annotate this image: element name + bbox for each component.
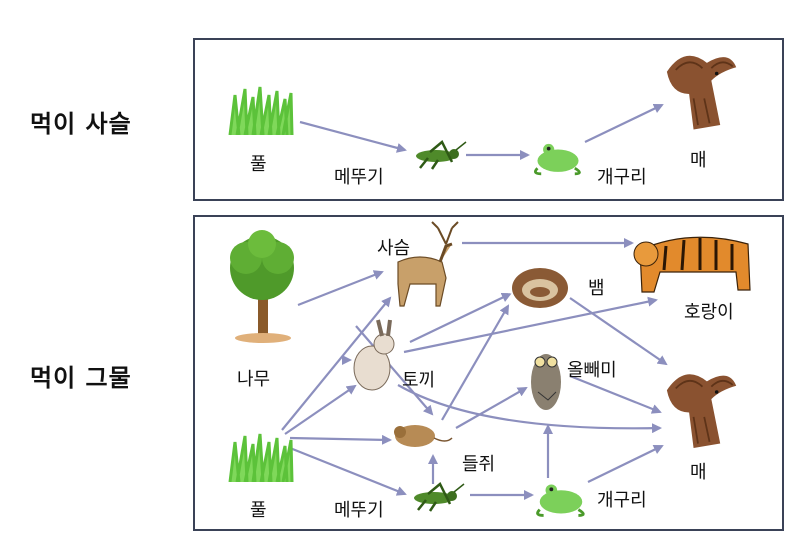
web-label-mouse: 들쥐 (462, 454, 496, 475)
deer-icon (397, 221, 459, 307)
arrow-rabbit-hawk (397, 384, 662, 434)
arrow-mouse-snake (441, 304, 510, 421)
grasshopper-icon (412, 482, 466, 512)
tree-icon (230, 230, 294, 343)
web-label-tree: 나무 (237, 369, 271, 390)
snake-icon (512, 268, 568, 308)
owl-icon (531, 354, 561, 410)
web-label-rabbit: 토끼 (402, 370, 436, 391)
grass-icon (228, 85, 294, 135)
chain-label-grass: 풀 (250, 154, 267, 175)
hawk-icon (665, 373, 738, 449)
arrow-tree-deer (297, 270, 384, 307)
arrow-frog-hawk (584, 103, 664, 143)
web-label-frog: 개구리 (597, 490, 647, 511)
hawk-icon (665, 54, 738, 131)
arrow-rabbit-tiger (403, 296, 658, 354)
arrow-grass-mouse (289, 434, 392, 445)
chain-label-frog: 개구리 (597, 167, 647, 188)
grasshopper-icon (414, 140, 468, 170)
web-arrows (281, 238, 668, 500)
arrow-mouse-owl (455, 387, 528, 429)
chain-arrows (299, 103, 664, 160)
frog-icon (536, 482, 585, 517)
chain-label-grasshopper: 메뚜기 (334, 167, 384, 188)
web-label-deer: 사슴 (377, 238, 411, 259)
tiger-icon (633, 236, 751, 293)
rabbit-icon (353, 319, 395, 391)
arrow-grass-deer (281, 296, 392, 431)
web-label-hawk: 매 (690, 462, 707, 483)
chain-label-hawk: 매 (690, 150, 707, 171)
web-label-grass: 풀 (250, 500, 267, 521)
arrow-rabbit-snake (409, 292, 512, 343)
food-chain-title: 먹이 사슬 (30, 110, 132, 138)
web-label-owl: 올빼미 (567, 360, 617, 381)
arrow-grass-grasshopper (299, 120, 407, 153)
web-label-tiger: 호랑이 (684, 302, 734, 323)
arrow-owl-hawk (569, 374, 662, 414)
grass-icon (228, 432, 294, 482)
food-web-title: 먹이 그물 (30, 364, 132, 392)
arrow-frog-hawk (587, 445, 664, 483)
web-label-snake: 뱀 (588, 278, 605, 299)
arrow-grass-grasshopper (289, 446, 407, 496)
arrow-mouse-deer (355, 325, 434, 416)
frog-icon (533, 142, 581, 176)
mouse-icon (394, 425, 453, 447)
web-label-grasshopper: 메뚜기 (334, 500, 384, 521)
arrow-snake-hawk (569, 297, 668, 366)
arrow-grass-rabbit (284, 384, 357, 435)
